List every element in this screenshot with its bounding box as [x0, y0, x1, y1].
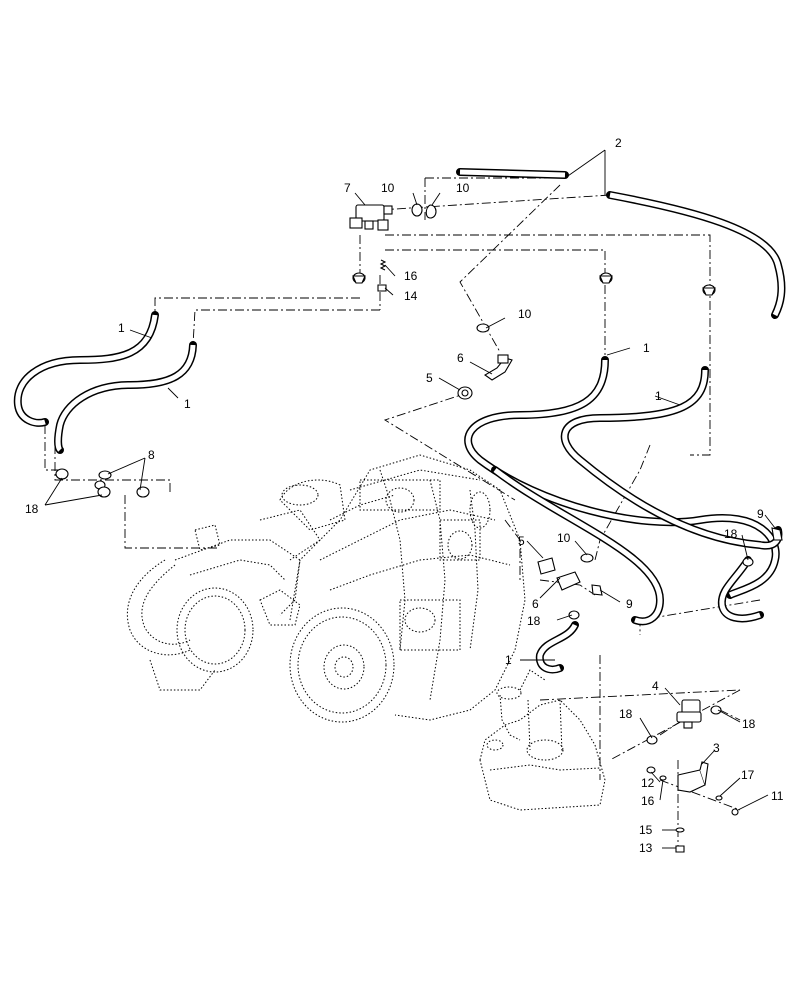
callout-8: 8 — [148, 448, 155, 462]
callout-5: 5 — [518, 534, 525, 548]
callout-18: 18 — [25, 502, 39, 516]
callout-11: 11 — [771, 789, 784, 803]
callout-4: 4 — [652, 679, 659, 693]
callout-6: 6 — [532, 597, 539, 611]
callout-2: 2 — [615, 136, 622, 150]
callout-15: 15 — [639, 823, 653, 837]
callouts: 2 7 10 10 16 14 1 1 10 6 5 1 1 8 18 10 5… — [25, 136, 784, 855]
callout-1: 1 — [643, 341, 650, 355]
callout-18: 18 — [619, 707, 633, 721]
callout-18: 18 — [724, 527, 738, 541]
hose-1-right-a — [464, 356, 780, 599]
hose-2-straight — [456, 168, 569, 179]
callout-16: 16 — [404, 269, 418, 283]
callout-10: 10 — [456, 181, 470, 195]
hose-1-left-inner — [54, 341, 197, 454]
callout-1: 1 — [184, 397, 191, 411]
callout-16: 16 — [641, 794, 655, 808]
hoses — [13, 168, 786, 674]
callout-5: 5 — [426, 371, 433, 385]
callout-12: 12 — [641, 776, 655, 790]
callout-13: 13 — [639, 841, 653, 855]
hose-2-curved — [606, 191, 786, 319]
callout-18: 18 — [527, 614, 541, 628]
callout-3: 3 — [713, 741, 720, 755]
engine-assembly — [126, 454, 526, 723]
hose-1-right-c — [491, 466, 665, 626]
mounting-bracket-icon — [677, 761, 709, 793]
solenoid-valve-icon — [676, 699, 702, 729]
callout-17: 17 — [741, 768, 755, 782]
callout-1: 1 — [655, 389, 662, 403]
hose-1-u-small — [535, 621, 579, 674]
callout-14: 14 — [404, 289, 418, 303]
callout-1: 1 — [118, 321, 125, 335]
callout-10: 10 — [381, 181, 395, 195]
coolant-tank — [479, 669, 606, 811]
callout-10: 10 — [518, 307, 532, 321]
assembly-center-lines — [44, 177, 761, 850]
leader-lines — [44, 149, 776, 849]
callout-10: 10 — [557, 531, 571, 545]
hose-right-loop — [717, 556, 764, 623]
callout-9: 9 — [757, 507, 764, 521]
parts — [55, 203, 783, 853]
callout-6: 6 — [457, 351, 464, 365]
callout-1: 1 — [505, 653, 512, 667]
valve-block-icon — [349, 204, 393, 231]
callout-7: 7 — [344, 181, 351, 195]
callout-9: 9 — [626, 597, 633, 611]
callout-18: 18 — [742, 717, 756, 731]
hose-1-right-b — [560, 366, 783, 550]
hose-1-left-outer — [13, 311, 159, 427]
